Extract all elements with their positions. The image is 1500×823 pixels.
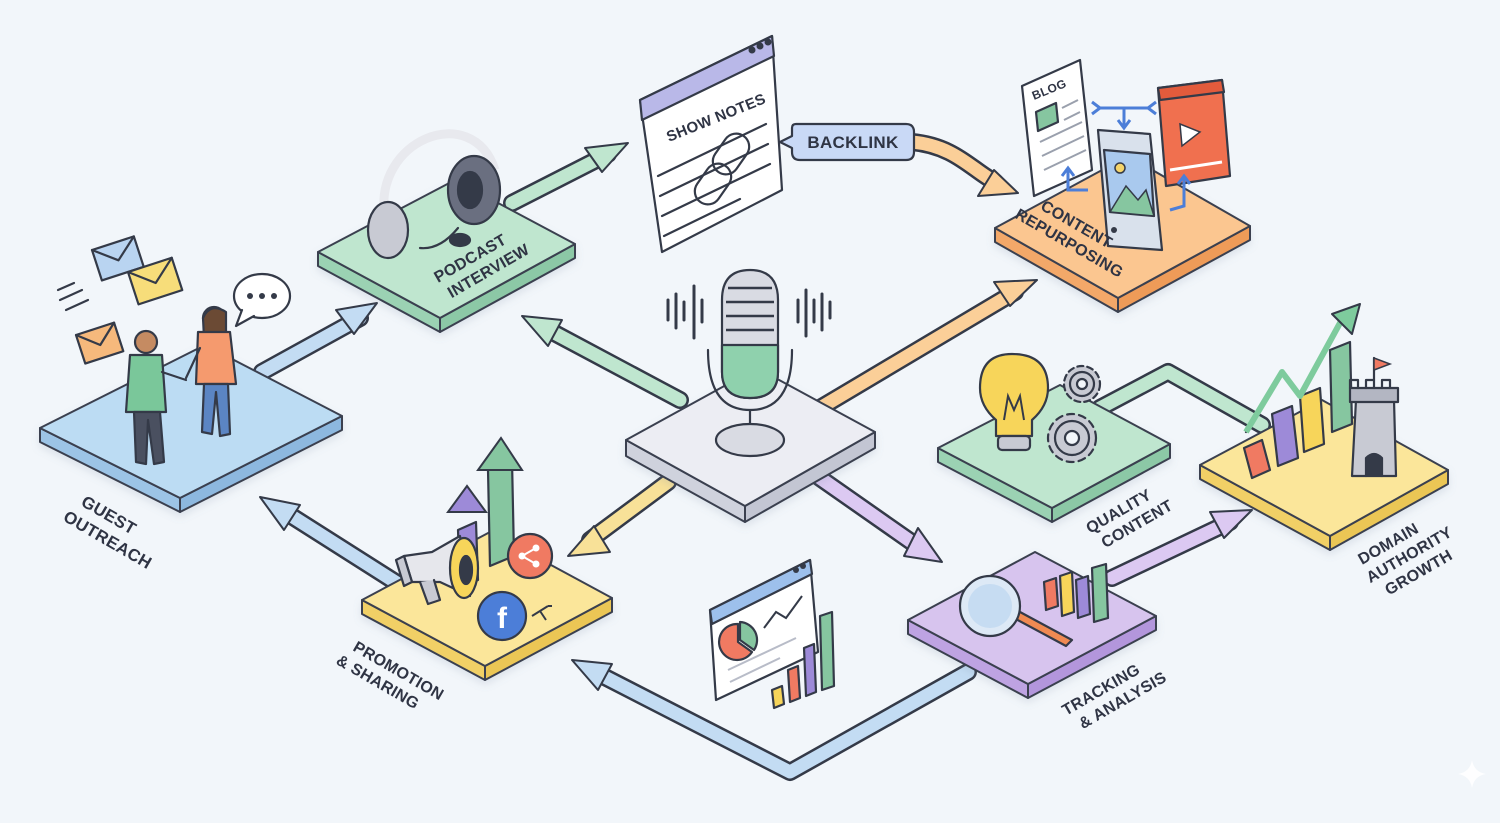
blog-document-icon: BLOG xyxy=(1020,58,1094,198)
tile-guest-outreach xyxy=(39,344,343,513)
arrow-quality-to-domain xyxy=(1091,363,1271,434)
growth-chart-castle-icon xyxy=(1242,303,1400,480)
sparkle-icon xyxy=(1458,760,1486,788)
backlink-badge: BACKLINK xyxy=(778,122,916,162)
show-notes-window: SHOW NOTES xyxy=(638,34,784,254)
tile-podcast-interview xyxy=(317,179,576,333)
arrow-center-to-tracking xyxy=(811,469,943,563)
label-guest-outreach: GUEST OUTREACH xyxy=(60,492,155,573)
connector-arrows xyxy=(253,133,1271,781)
arrow-center-to-repurposing xyxy=(811,279,1038,417)
video-player-icon xyxy=(1156,78,1232,188)
arrow-promotion-to-guest xyxy=(259,496,409,594)
analytics-dashboard-icon xyxy=(708,558,836,710)
arrow-backlink-to-repurposing xyxy=(903,133,1019,197)
social-post-phone-icon xyxy=(1096,128,1164,252)
arrow-tracking-to-promotion xyxy=(571,659,977,781)
headphones-icon xyxy=(366,129,502,260)
microphone-icon xyxy=(666,268,832,458)
arrow-center-to-podcast xyxy=(521,315,689,409)
handshake-people-icon xyxy=(124,305,238,466)
arrow-center-to-promotion xyxy=(567,473,677,557)
arrow-tracking-to-domain xyxy=(1103,509,1253,587)
speech-bubble-icon xyxy=(232,272,292,328)
envelope-icons xyxy=(56,235,184,365)
promotion-megaphone-social-icon: f xyxy=(394,436,554,642)
chain-link-icon xyxy=(693,132,751,206)
tile-domain-authority xyxy=(1199,399,1449,551)
magnifier-bar-chart-icon xyxy=(958,562,1110,648)
backlink-label: BACKLINK xyxy=(807,133,899,152)
arrow-guest-to-podcast xyxy=(253,302,378,381)
repurpose-arrows-icon xyxy=(1060,100,1192,212)
arrow-podcast-to-shownotes xyxy=(503,142,629,212)
lightbulb-gears-icon xyxy=(978,352,1102,464)
svg-text:f: f xyxy=(497,602,508,635)
